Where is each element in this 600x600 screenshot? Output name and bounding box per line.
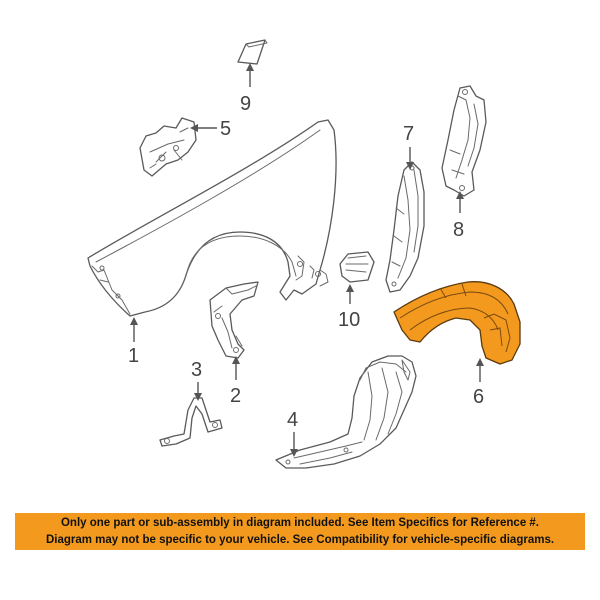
callout-4: 4 [287,409,298,431]
callout-3: 3 [191,359,202,381]
part-6-fender-liner-highlighted [393,281,521,365]
part-2-splash-shield [209,281,259,359]
disclaimer-line-2: Diagram may not be specific to your vehi… [45,533,555,546]
callout-7: 7 [403,123,414,145]
part-10-clip [339,251,375,283]
disclaimer-line-1: Only one part or sub-assembly in diagram… [60,517,540,529]
part-9-pad [237,39,268,65]
part-1-fender [87,119,337,317]
part-5-bracket [139,117,197,177]
part-3-brace [159,397,223,447]
callout-9: 9 [240,93,251,115]
callout-6: 6 [473,386,484,408]
callout-1: 1 [128,345,139,367]
callout-2: 2 [230,385,241,407]
part-7-upper-liner [385,161,425,293]
callout-10: 10 [338,309,360,331]
part-4-lower-liner [275,355,417,469]
callout-8: 8 [453,219,464,241]
part-8-bracket [441,85,487,197]
callout-5: 5 [220,118,231,140]
disclaimer-banner: Only one part or sub-assembly in diagram… [15,513,585,550]
